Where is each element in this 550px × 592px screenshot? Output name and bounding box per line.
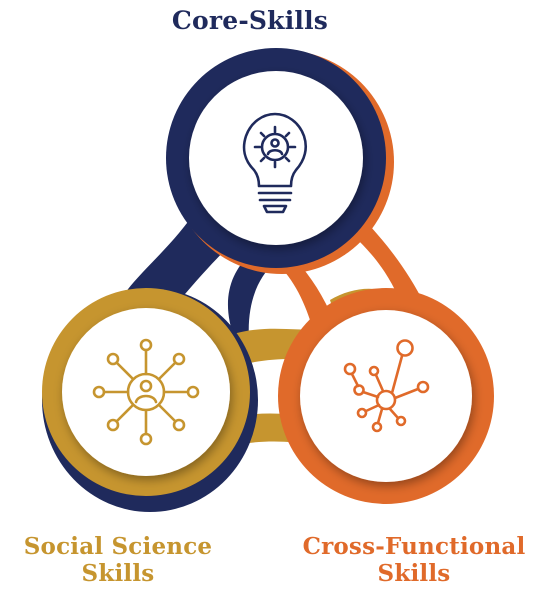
cross-functional-skills-label: Cross-Functional Skills xyxy=(282,533,546,587)
lightbulb-gear-icon xyxy=(242,112,308,214)
social-node xyxy=(42,288,258,512)
core-skills-label: Core-Skills xyxy=(171,6,329,35)
people-network-icon xyxy=(92,338,200,446)
cross-label-line2: Skills xyxy=(377,560,451,588)
social-label-line1: Social Science xyxy=(23,533,213,560)
cross-node xyxy=(278,288,494,504)
core-node xyxy=(166,48,394,274)
social-science-skills-label: Social Science Skills xyxy=(8,533,228,587)
molecule-network-icon xyxy=(343,339,430,433)
social-label-line2: Skills xyxy=(81,560,155,588)
navy-band-inner xyxy=(227,250,275,350)
cross-label-line1: Cross-Functional xyxy=(302,533,526,560)
